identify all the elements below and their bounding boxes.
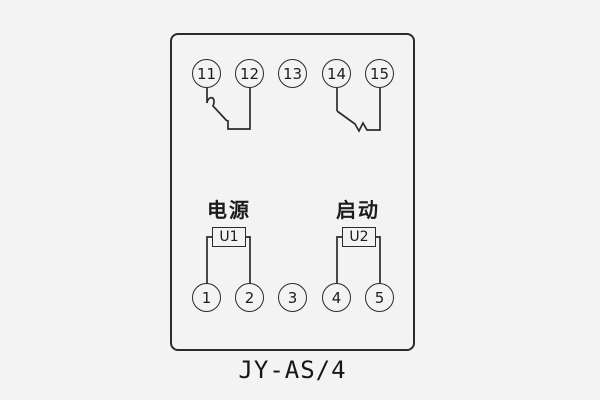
label-start: 启动 bbox=[336, 198, 380, 222]
contact-11-12-moving-blade bbox=[206, 88, 228, 122]
terminal-12: 12 bbox=[235, 59, 264, 88]
contact-14-15-moving-blade bbox=[336, 88, 381, 133]
terminal-13: 13 bbox=[278, 59, 307, 88]
terminal-11: 11 bbox=[192, 59, 221, 88]
terminal-5: 5 bbox=[365, 283, 394, 312]
terminal-14: 14 bbox=[322, 59, 351, 88]
coil-u1-box: U1 bbox=[212, 227, 246, 247]
terminal-2: 2 bbox=[235, 283, 264, 312]
label-power: 电源 bbox=[207, 198, 251, 222]
contact-11-12-fixed-lead bbox=[227, 88, 251, 130]
diagram-title: JY-AS/4 bbox=[238, 356, 347, 384]
terminal-3: 3 bbox=[278, 283, 307, 312]
terminal-15: 15 bbox=[365, 59, 394, 88]
relay-outline bbox=[170, 33, 415, 351]
coil-u2-box: U2 bbox=[342, 227, 376, 247]
terminal-1: 1 bbox=[192, 283, 221, 312]
terminal-4: 4 bbox=[322, 283, 351, 312]
